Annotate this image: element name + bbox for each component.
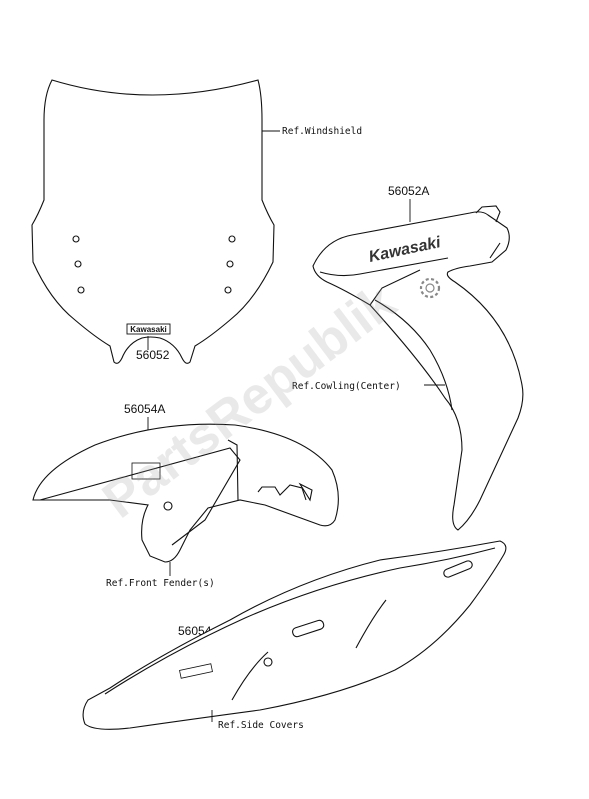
windshield: Kawasaki 56052 Ref.Windshield — [31, 79, 362, 364]
cowling: 56052A Kawasaki Ref.Cowling(Center) — [292, 184, 524, 531]
side-cover-outline — [82, 540, 507, 730]
gear-icon — [419, 277, 441, 299]
part-no-56052A: 56052A — [388, 184, 429, 198]
cowling-outline — [312, 211, 524, 531]
ref-cowling: Ref.Cowling(Center) — [292, 381, 401, 392]
ref-side-covers: Ref.Side Covers — [218, 720, 304, 731]
ref-front-fender: Ref.Front Fender(s) — [106, 578, 215, 589]
cowling-tab — [475, 205, 501, 223]
windshield-badge — [126, 323, 171, 335]
part-no-56052: 56052 — [136, 348, 170, 362]
windshield-outline — [31, 79, 275, 364]
windshield-holes — [72, 235, 236, 294]
ref-windshield: Ref.Windshield — [282, 126, 362, 137]
fender-badge — [131, 462, 161, 480]
part-no-56054A: 56054A — [124, 402, 165, 416]
side-covers: 56054 Ref.Side Covers — [82, 540, 507, 731]
windshield-badge-text: Kawasaki — [130, 325, 166, 334]
side-cover-badge — [179, 663, 213, 679]
fender-outline — [32, 423, 339, 563]
front-fender: 56054A Ref.Front Fender(s) — [32, 402, 339, 589]
